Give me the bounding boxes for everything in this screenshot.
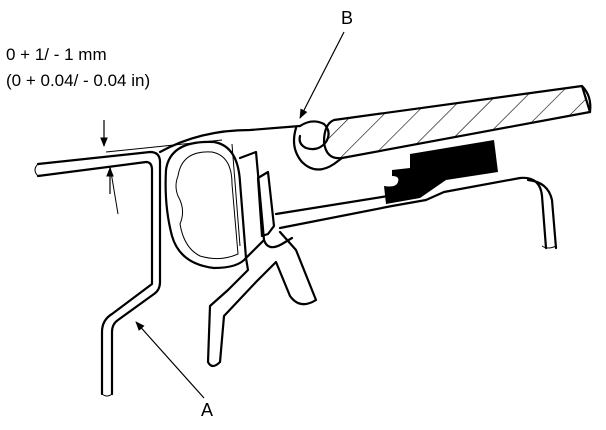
callout-a-label: A xyxy=(201,400,213,420)
body-flange xyxy=(278,176,548,250)
molding xyxy=(158,120,344,368)
gap-dimension-arrows xyxy=(100,120,114,194)
tolerance-in-label: (0 + 0.04/ - 0.04 in) xyxy=(6,71,150,90)
urethane-seal xyxy=(384,140,498,204)
reference-line xyxy=(105,139,223,153)
callout-b-label: B xyxy=(341,8,353,28)
tolerance-mm-label: 0 + 1/ - 1 mm xyxy=(6,45,107,64)
callout-b-leader xyxy=(299,31,345,119)
callout-a-leader xyxy=(135,321,205,399)
roof-panel xyxy=(34,150,162,397)
